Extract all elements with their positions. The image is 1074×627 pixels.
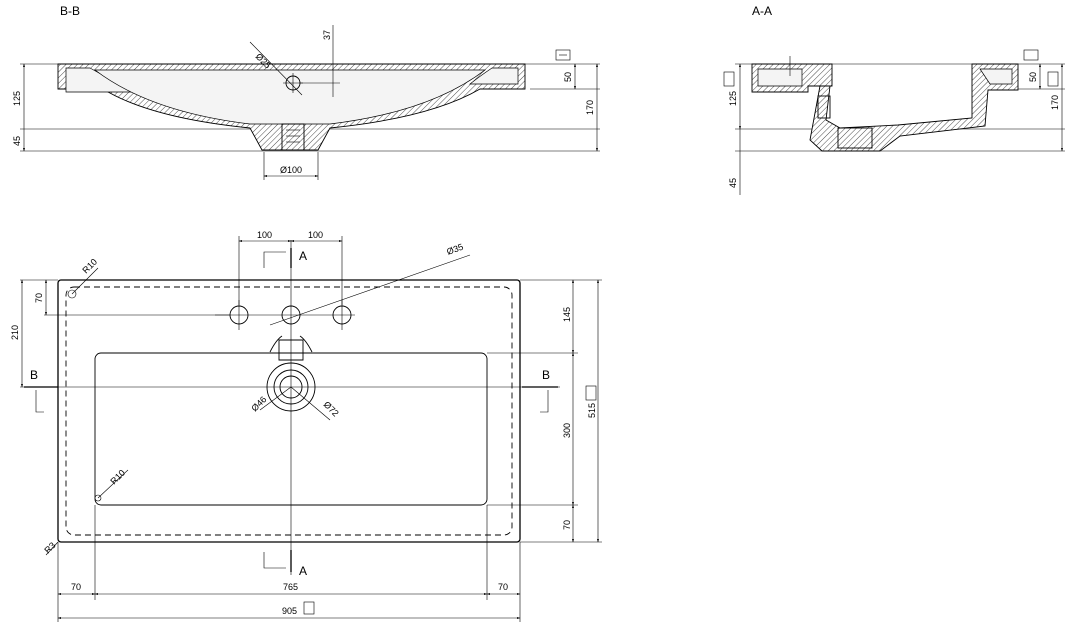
dim-left-spacing: 100 [257,230,272,240]
section-aa-title: A-A [752,4,772,18]
section-a-bottom: A [299,564,307,578]
dim-right-70: 70 [562,520,572,530]
drain-section-aa [837,127,873,149]
dim-top-bb: 37 [322,30,332,40]
dim-rim-bb: 50 [563,72,573,82]
dim-drain-bb: Ø100 [280,165,302,175]
dim-tap-hole: Ø35 [445,242,464,257]
dim-bottom-center: 765 [283,582,298,592]
scale-box-bb [555,49,571,61]
scale-box-aa-top [1023,49,1039,61]
dim-depth-bb: 125 [12,91,22,106]
dim-total-aa: 170 [1050,95,1060,110]
basin-outline [57,279,521,543]
dim-front-70: 70 [34,293,44,303]
rim-dashed [65,286,513,536]
dim-bottom-right: 70 [498,582,508,592]
dim-base-bb: 45 [12,136,22,146]
dim-right-145: 145 [562,307,572,322]
basin-section-aa [751,63,1019,152]
section-bb-title: B-B [60,4,80,18]
section-aa: A-A 125 45 50 170 [723,4,1065,195]
dim-bottom-left: 70 [71,582,81,592]
dim-radius-inner: R10 [108,468,127,487]
plan-view: A A B B 100 100 Ø35 R10 R10 R3 [10,230,602,622]
section-b-right: B [542,368,550,382]
dim-rim-aa: 50 [1028,72,1038,82]
dim-front-210: 210 [10,325,20,340]
section-a-top: A [299,249,307,263]
dim-right-300: 300 [562,423,572,438]
dim-total-depth: 515 [587,403,597,418]
section-b-left: B [30,368,38,382]
scale-box-plan-bottom [303,601,315,615]
dim-radius-corner: R3 [42,540,57,555]
dim-total-width: 905 [282,606,297,616]
dim-total-bb: 170 [585,100,595,115]
overflow-section-aa [817,95,831,119]
scale-box-aa-left [723,71,735,87]
tap-holes [215,300,355,330]
dim-right-spacing: 100 [308,230,323,240]
dim-drain-inner: Ø46 [249,394,268,413]
scale-box-plan-right [585,385,597,401]
dim-depth-aa: 125 [728,91,738,106]
overflow-channel [269,335,313,361]
dim-radius-top: R10 [80,257,99,276]
section-bb: B-B Ø25 37 125 45 50 [12,4,600,180]
dim-base-aa: 45 [728,178,738,188]
drain-section-bb [281,123,305,151]
scale-box-aa-right [1047,71,1059,87]
